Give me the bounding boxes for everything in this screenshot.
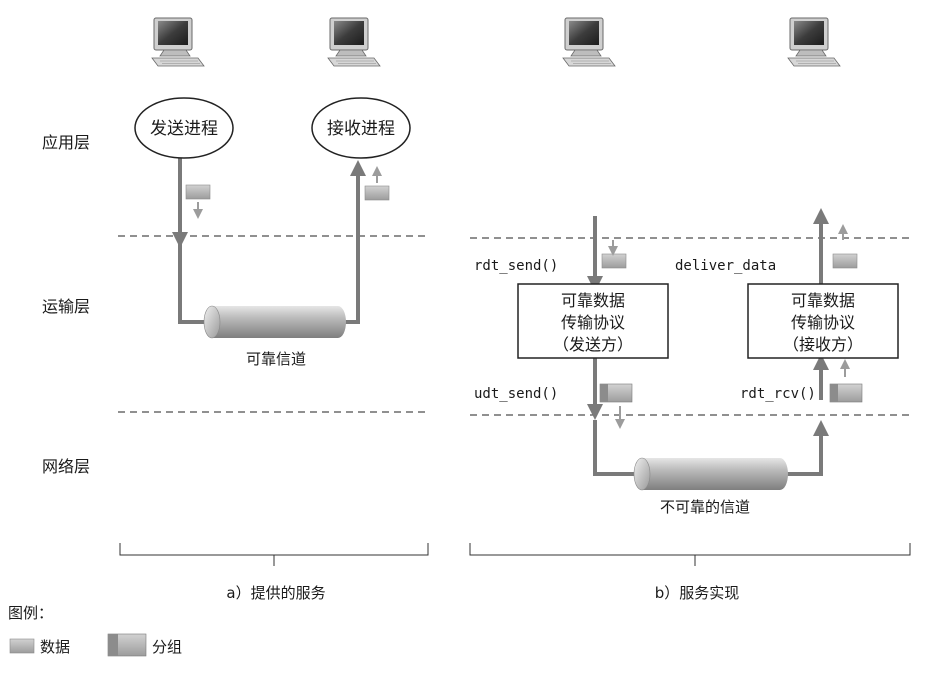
packet-block xyxy=(599,383,633,403)
udt-send-label: udt_send() xyxy=(474,386,558,402)
legend-data-label: 数据 xyxy=(40,638,70,656)
caption-b: b）服务实现 xyxy=(655,584,740,602)
data-block xyxy=(601,253,627,269)
sender-process-label: 发送进程 xyxy=(150,119,218,139)
bracket-a xyxy=(119,543,429,556)
flow-line xyxy=(780,420,829,476)
legend-data-swatch xyxy=(9,638,35,654)
legend-title: 图例： xyxy=(8,604,53,622)
rdt-send-label: rdt_send() xyxy=(474,258,558,274)
receiver-box-line2: 传输协议 xyxy=(791,313,855,332)
computer-icon xyxy=(562,17,616,67)
flow-line xyxy=(593,420,640,476)
unreliable-channel-label: 不可靠的信道 xyxy=(660,498,750,516)
reliable-channel-pipe xyxy=(203,305,346,339)
caption-a: a）提供的服务 xyxy=(226,584,325,602)
legend-packet-swatch xyxy=(107,633,147,657)
sender-protocol-box xyxy=(517,283,669,359)
receiver-process-oval xyxy=(311,97,411,159)
sender-process-oval xyxy=(134,97,234,159)
data-block xyxy=(364,185,390,201)
computer-icon xyxy=(787,17,841,67)
bracket-b xyxy=(469,543,911,556)
legend-packet-label: 分组 xyxy=(152,638,182,656)
data-block xyxy=(832,253,858,269)
deliver-data-label: deliver_data xyxy=(675,258,776,274)
reliable-channel-label: 可靠信道 xyxy=(246,350,306,368)
layer-label-transport: 运输层 xyxy=(42,297,90,316)
receiver-box-line1: 可靠数据 xyxy=(791,291,855,310)
computer-icon xyxy=(327,17,381,67)
receiver-protocol-box xyxy=(747,283,899,359)
packet-block xyxy=(829,383,863,403)
receiver-box-line3: （接收方） xyxy=(783,335,863,354)
data-block xyxy=(185,184,211,200)
sender-box-line1: 可靠数据 xyxy=(561,291,625,310)
sender-box-line2: 传输协议 xyxy=(561,313,625,332)
computer-icon xyxy=(151,17,205,67)
sender-box-line3: （发送方） xyxy=(553,335,633,354)
layer-label-application: 应用层 xyxy=(42,133,90,152)
flow-line xyxy=(338,160,366,324)
flow-line xyxy=(178,158,212,324)
unreliable-channel-pipe xyxy=(633,457,788,491)
rdt-rcv-label: rdt_rcv() xyxy=(740,386,816,402)
receiver-process-label: 接收进程 xyxy=(327,119,395,139)
layer-label-network: 网络层 xyxy=(42,457,90,476)
